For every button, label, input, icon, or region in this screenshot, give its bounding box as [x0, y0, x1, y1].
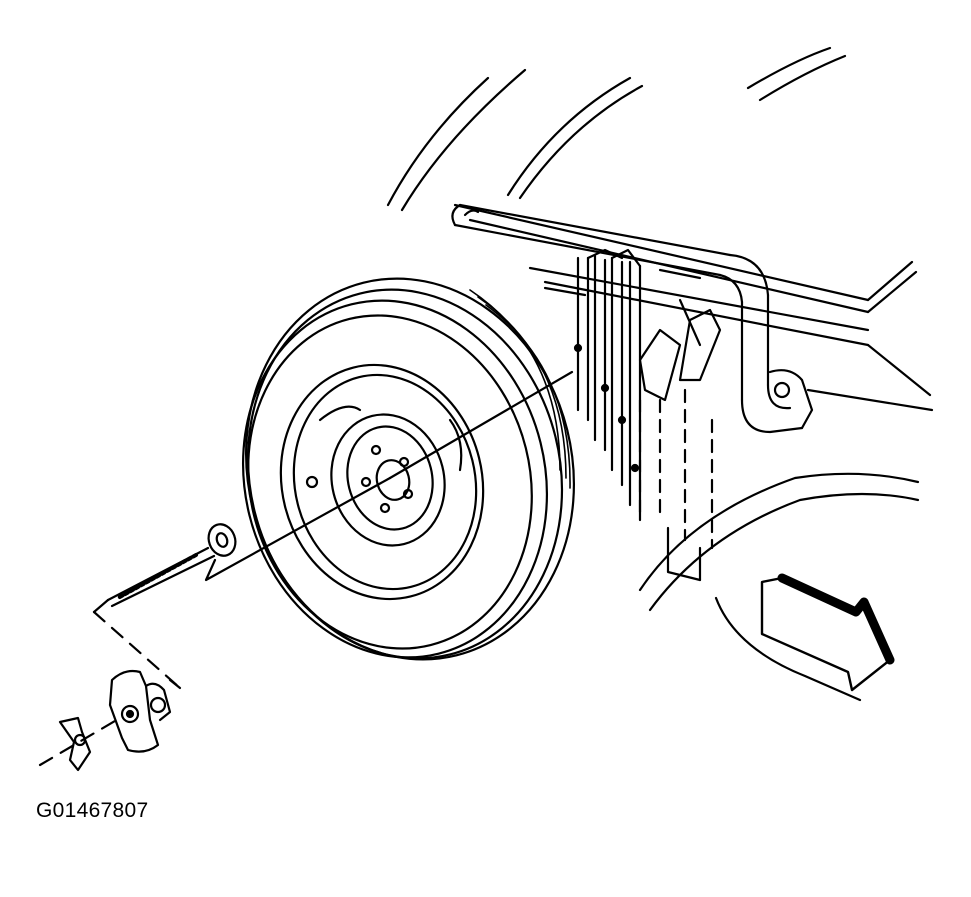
assembly-lines [38, 598, 182, 767]
retainer-bolt [106, 370, 574, 608]
wing-nut [58, 716, 92, 772]
wheel-well [638, 472, 920, 702]
retainer-plate [108, 669, 172, 753]
body-panel [386, 46, 934, 412]
wheel-rim [279, 363, 485, 601]
spare-tire [241, 277, 576, 661]
direction-arrow [760, 573, 895, 692]
figure-id-code: G01467807 [36, 799, 149, 822]
mounting-bracket [451, 203, 814, 550]
